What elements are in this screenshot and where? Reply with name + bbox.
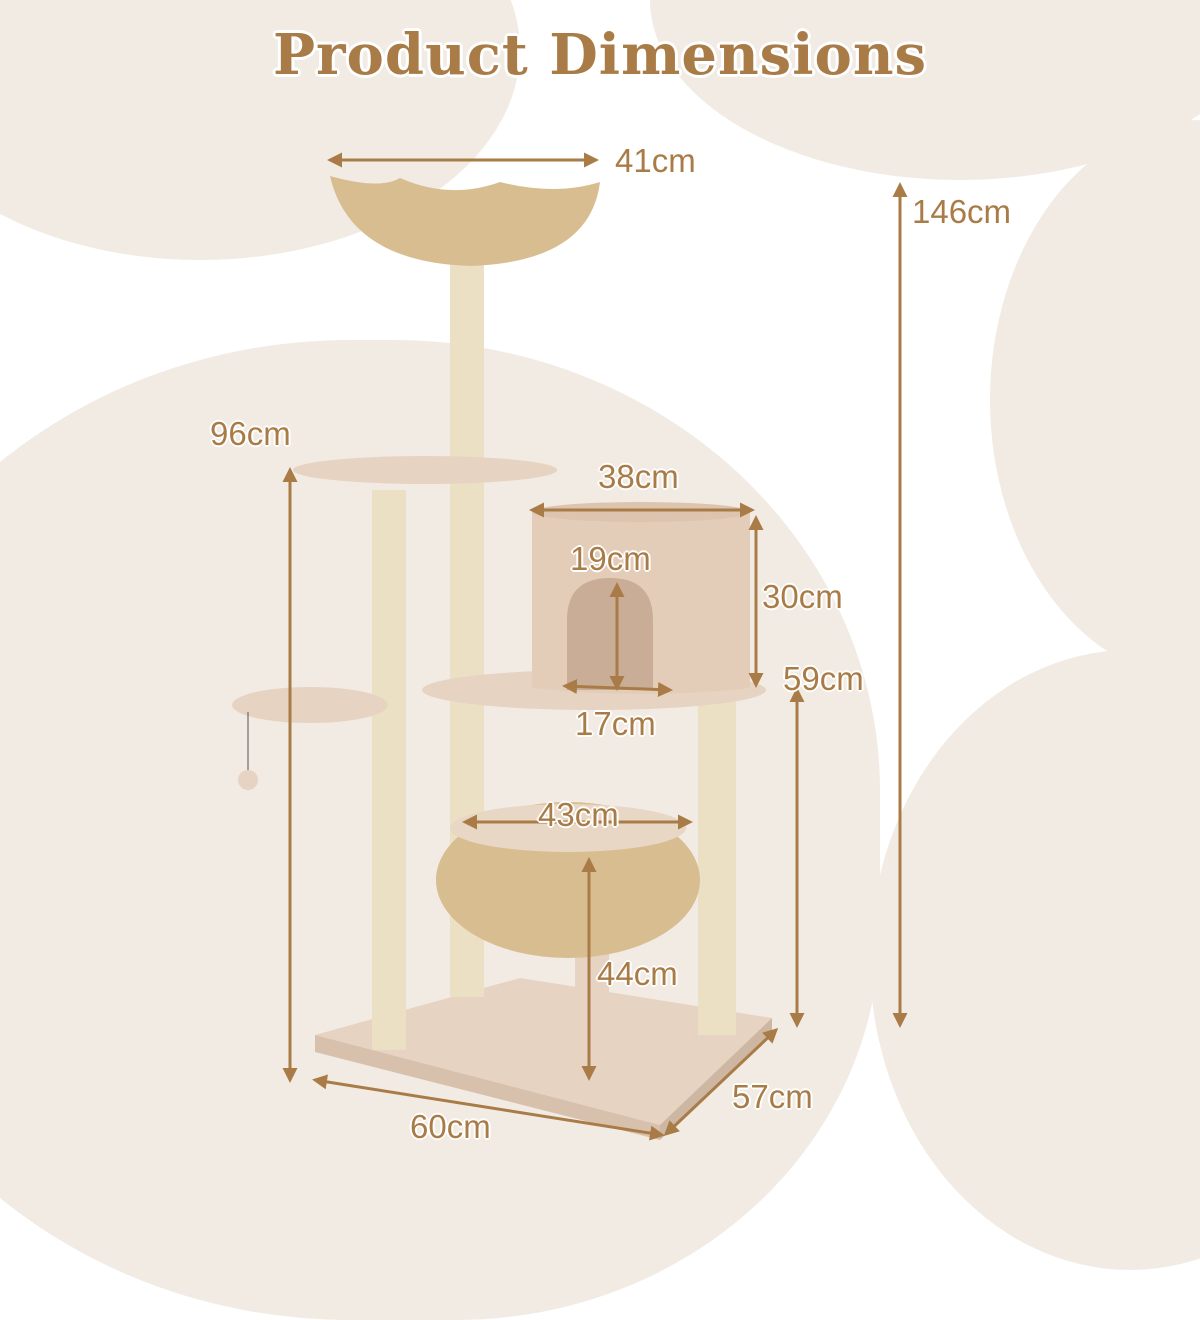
label-platform-height: 96cm	[210, 415, 291, 452]
upper-platform	[293, 456, 557, 484]
label-bottom-basket-width: 43cm	[538, 796, 619, 833]
label-base-width: 60cm	[410, 1108, 491, 1145]
label-door-height: 19cm	[570, 540, 651, 577]
label-door-width: 17cm	[575, 705, 656, 742]
label-bottom-basket-height: 44cm	[597, 955, 678, 992]
condo	[532, 502, 750, 694]
product-illustration	[232, 152, 908, 1141]
label-condo-platform-height: 59cm	[783, 660, 864, 697]
dimension-arrows	[282, 152, 908, 1141]
page-title: Product Dimensions	[272, 22, 928, 88]
hanging-ball	[238, 770, 258, 790]
label-condo-height: 30cm	[762, 578, 843, 615]
label-top-basket-width: 41cm	[615, 142, 696, 179]
label-base-depth: 57cm	[732, 1078, 813, 1115]
left-platform	[232, 687, 388, 723]
label-condo-width: 38cm	[598, 458, 679, 495]
label-total-height: 146cm	[912, 193, 1012, 230]
top-basket	[330, 176, 600, 266]
